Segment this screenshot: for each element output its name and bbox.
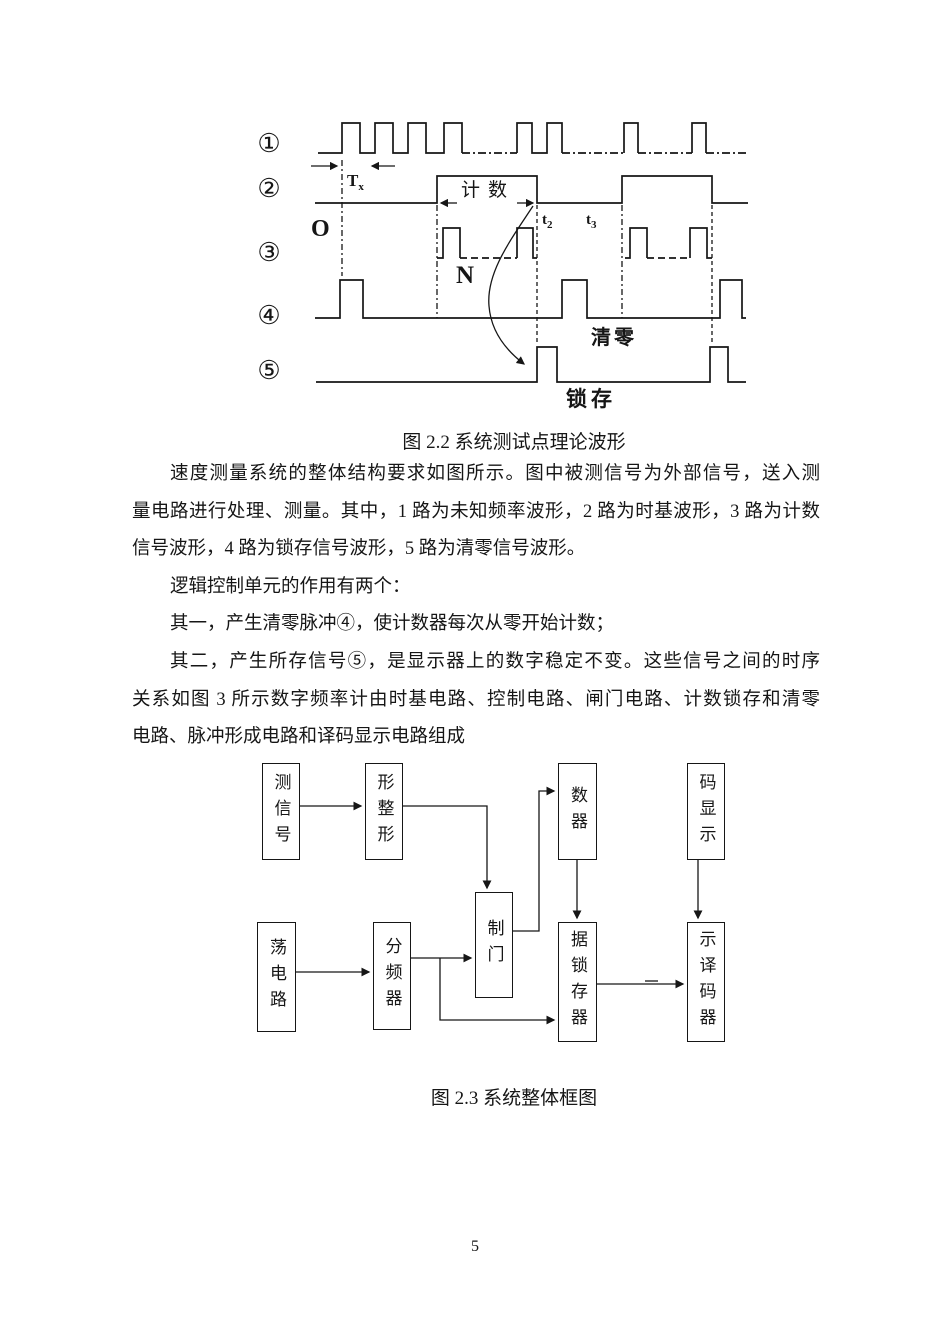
t2-main: t (542, 212, 547, 228)
block-gate: 制门 (475, 892, 513, 998)
block-counter: 数器 (558, 763, 597, 860)
tx-sub: x (358, 181, 364, 193)
block-gate-label: 制门 (484, 919, 504, 971)
count-n-label: N (456, 262, 475, 289)
block-oscillator-label: 荡电路 (267, 938, 286, 1016)
body-text: 速度测量系统的整体结构要求如图所示。图中被测信号为外部信号，送入测 量电路进行处… (132, 456, 820, 757)
guide-lines (341, 160, 713, 345)
tx-period-label: Tx (347, 172, 364, 193)
figure-2-3-caption: 图 2.3 系统整体框图 (430, 1088, 598, 1109)
clear-label: 清零 (591, 327, 637, 349)
body-line: 其二，产生所存信号⑤，是显示器上的数字稳定不变。这些信号之间的时序 (170, 651, 820, 672)
row-label-3: ③ (257, 238, 281, 267)
row-label-2: ② (257, 174, 281, 203)
block-data-latch: 据锁存器 (558, 922, 597, 1042)
t3-main: t (586, 212, 591, 228)
counting-label: 计数 (461, 180, 516, 201)
body-line: 关系如图 3 所示数字频率计由时基电路、控制电路、闸门电路、计数锁存和清零 (132, 689, 820, 710)
row-label-5: ⑤ (257, 356, 281, 385)
row-label-1: ① (257, 129, 281, 158)
block-diagram-connections (296, 786, 703, 1025)
timing-diagram-svg (311, 122, 748, 383)
body-line: 信号波形，4 路为锁存信号波形，5 路为清零信号波形。 (132, 539, 586, 560)
waveform-3-trace (437, 227, 712, 259)
block-counter-label: 数器 (568, 785, 587, 838)
block-shaping: 形整形 (365, 763, 403, 860)
waveform-5-trace (316, 346, 746, 383)
t2-sub: 2 (547, 219, 553, 231)
waveform-1-trace (311, 122, 748, 171)
body-line: 速度测量系统的整体结构要求如图所示。图中被测信号为外部信号，送入测 (170, 464, 820, 484)
block-measure-signal: 测信号 (262, 763, 300, 860)
block-code-display: 码显示 (687, 763, 725, 860)
latch-label: 锁存 (566, 387, 616, 411)
waveform-2-trace (315, 175, 748, 208)
block-divider-label: 分频器 (382, 937, 402, 1015)
row-label-4: ④ (257, 301, 281, 330)
body-line: 其一，产生清零脉冲④，使计数器每次从零开始计数； (170, 614, 615, 635)
block-divider: 分频器 (373, 922, 411, 1030)
tx-main: T (347, 171, 359, 190)
block-display-decoder: 示译码器 (687, 922, 725, 1042)
block-diagram-svg (296, 786, 703, 1025)
origin-label: O (311, 216, 330, 242)
body-line: 量电路进行处理、测量。其中，1 路为未知频率波形，2 路为时基波形，3 路为计数 (132, 501, 820, 522)
body-line: 逻辑控制单元的作用有两个： (170, 576, 411, 597)
block-shaping-label: 形整形 (374, 772, 394, 851)
block-data-latch-label: 据锁存器 (568, 930, 587, 1034)
t2-label: t2 (542, 213, 553, 231)
figure-2-2-caption: 图 2.2 系统测试点理论波形 (402, 432, 626, 453)
latch-pointer-arrow (488, 205, 534, 365)
t3-label: t3 (586, 213, 597, 231)
page-number: 5 (471, 1238, 479, 1255)
waveform-4-trace (315, 279, 746, 319)
t3-sub: 3 (591, 219, 597, 231)
block-code-display-label: 码显示 (696, 772, 716, 851)
block-display-decoder-label: 示译码器 (696, 930, 716, 1034)
block-oscillator: 荡电路 (257, 922, 296, 1032)
body-line: 电路、脉冲形成电路和译码显示电路组成 (132, 727, 466, 748)
block-measure-signal-label: 测信号 (271, 772, 291, 851)
